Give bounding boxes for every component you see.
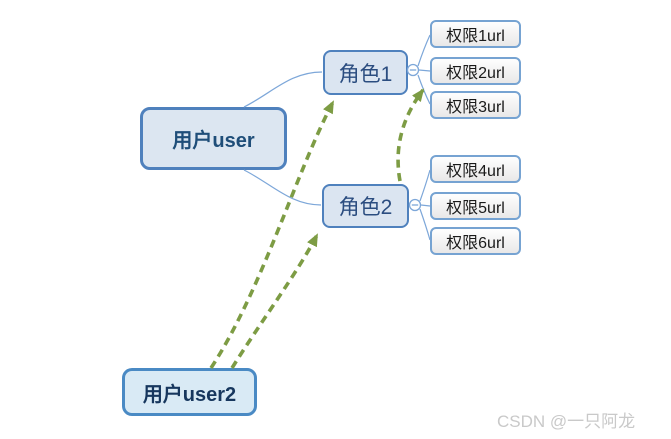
- csdn-watermark: CSDN @一只阿龙: [497, 412, 636, 431]
- node-perm1[interactable]: 权限1url: [430, 20, 521, 48]
- node-user2-label: 用户user2: [142, 383, 237, 406]
- node-perm3[interactable]: 权限3url: [430, 91, 521, 119]
- node-user1[interactable]: 用户user: [140, 107, 287, 170]
- edge-role1-perm2: [418, 69, 431, 72]
- edge-role1-perm1: [417, 34, 431, 67]
- node-user2[interactable]: 用户user2: [122, 368, 257, 416]
- node-perm5-label: 权限5url: [446, 200, 505, 217]
- edge-role2-perm4: [419, 169, 431, 202]
- node-perm4[interactable]: 权限4url: [430, 155, 521, 183]
- node-perm6-label: 权限6url: [446, 235, 505, 252]
- node-perm2[interactable]: 权限2url: [430, 57, 521, 85]
- node-perm4-label: 权限4url: [446, 163, 505, 180]
- arrow-role2-role1-branch: [396, 88, 425, 182]
- node-perm6[interactable]: 权限6url: [430, 227, 521, 255]
- node-user1-label: 用户user: [172, 130, 255, 152]
- edge-role1-perm3: [417, 74, 431, 105]
- node-perm3-label: 权限3url: [446, 99, 505, 116]
- edge-role2-perm6: [419, 208, 431, 241]
- node-perm2-label: 权限2url: [446, 65, 505, 82]
- node-role1-label: 角色1: [338, 62, 393, 86]
- node-perm5[interactable]: 权限5url: [430, 192, 521, 220]
- arrow-user2-role2: [230, 233, 319, 369]
- node-role2-label: 角色2: [338, 196, 393, 219]
- edge-user1-role1: [243, 71, 323, 108]
- collapse-toggle-role1[interactable]: [406, 63, 420, 77]
- node-perm1-label: 权限1url: [446, 28, 505, 45]
- edge-user1-role2: [243, 169, 322, 206]
- node-role1[interactable]: 角色1: [323, 50, 408, 95]
- node-role2[interactable]: 角色2: [322, 184, 409, 228]
- edge-role2-perm5: [420, 204, 431, 207]
- collapse-toggle-role2[interactable]: [408, 198, 422, 212]
